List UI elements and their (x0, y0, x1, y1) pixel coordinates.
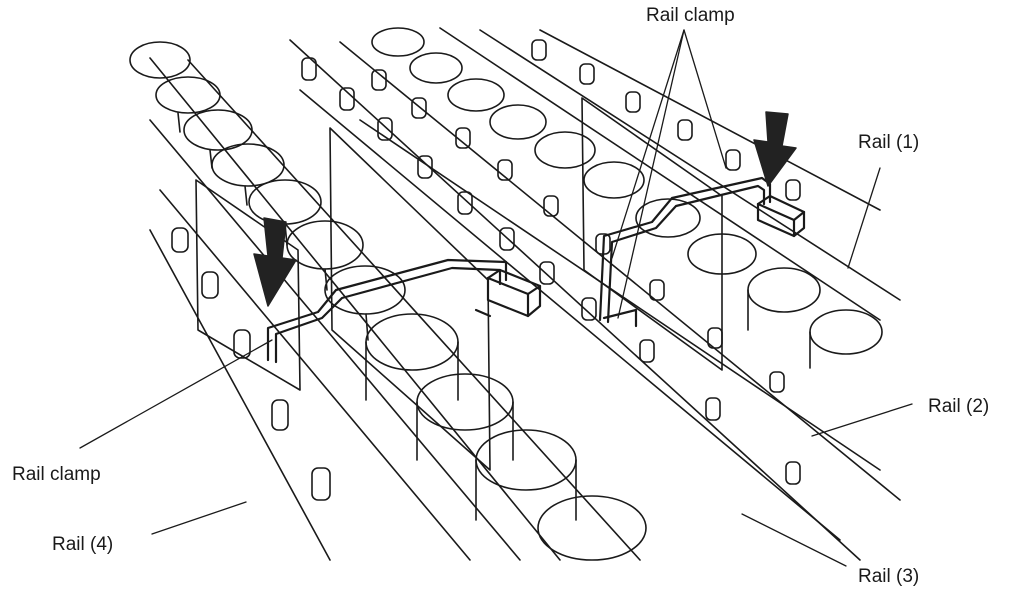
label-rail-1: Rail (1) (858, 132, 920, 153)
guide-plates (195, 97, 723, 471)
rail-brackets (171, 39, 801, 501)
leader-lines (79, 29, 913, 567)
label-rail-clamp-top: Rail clamp (646, 5, 735, 26)
cans-right-lane (371, 27, 883, 369)
label-rail-3: Rail (3) (858, 566, 920, 587)
arrow-down-icon (253, 217, 297, 307)
arrow-down-icon (753, 111, 797, 187)
rail-clamp-left (266, 258, 542, 364)
label-rail-4: Rail (4) (52, 534, 114, 555)
label-rail-clamp-bottom: Rail clamp (12, 464, 101, 485)
label-rail-2: Rail (2) (928, 396, 990, 417)
cans-left-lane (129, 41, 647, 561)
rail-lines (149, 27, 901, 561)
